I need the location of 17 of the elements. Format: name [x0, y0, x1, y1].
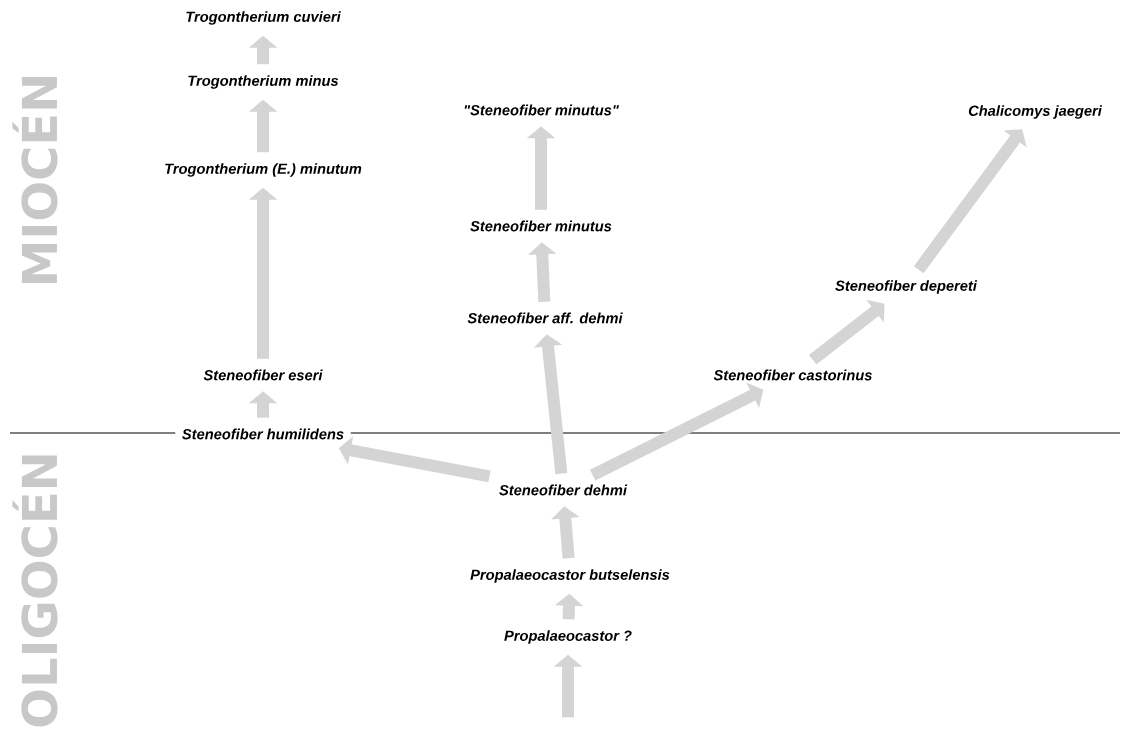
- block-arrow: [590, 382, 764, 481]
- species-name: Propalaeocastor butselensis: [463, 561, 677, 591]
- species-name: "Steneofiber minutus": [456, 96, 626, 124]
- species-name: Steneofiber aff. dehmi: [460, 304, 630, 332]
- species-name: Steneofiber eseri: [196, 361, 330, 389]
- species-name: Steneofiber castorinus: [706, 361, 880, 389]
- species-name: Steneofiber minutus: [463, 212, 619, 240]
- species-name: Trogontherium cuvieri: [178, 3, 348, 33]
- species-name: Chalicomys jaegeri: [961, 97, 1109, 127]
- species-name: Steneofiber dehmi: [492, 476, 634, 504]
- block-arrow: [533, 334, 568, 475]
- species-name: Trogontherium (E.) minutum: [157, 155, 369, 185]
- species-name: Propalaeocastor ?: [497, 622, 639, 652]
- species-name: Steneofiber humilidens: [175, 420, 351, 448]
- species-name: Trogontherium minus: [180, 67, 346, 97]
- block-arrow: [808, 299, 885, 365]
- species-name: Steneofiber depereti: [828, 272, 984, 302]
